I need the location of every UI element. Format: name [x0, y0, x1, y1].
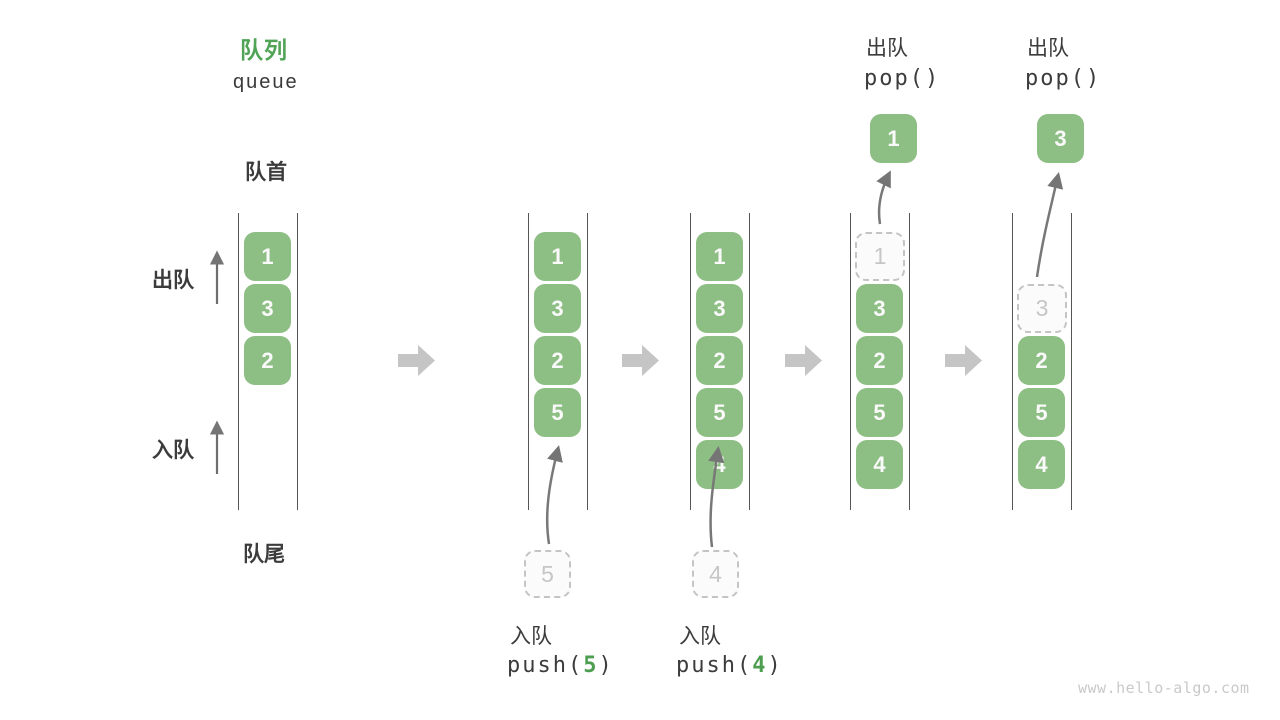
- push-4-arrow-icon: [708, 445, 725, 548]
- code-arg: 5: [583, 653, 599, 678]
- queue-container: [238, 213, 298, 510]
- queue-cell: 1: [244, 232, 291, 281]
- queue-cell: 4: [856, 440, 903, 489]
- queue-cell: 5: [696, 388, 743, 437]
- op-code-pop: pop(): [864, 66, 941, 91]
- label-dequeue-direction: 出队: [152, 269, 194, 292]
- op-label-enqueue: 入队: [510, 625, 552, 648]
- pop-3-arrow-icon: [1035, 172, 1064, 278]
- code-pre: push(: [507, 653, 584, 678]
- op-code-pop: pop(): [1025, 66, 1102, 91]
- transition-arrow-icon: [945, 345, 982, 376]
- push-5-arrow-icon: [545, 445, 563, 545]
- queue-cell: 3: [534, 284, 581, 333]
- queue-cell: 1: [534, 232, 581, 281]
- queue-cell: 2: [534, 336, 581, 385]
- watermark: www.hello-algo.com: [1078, 679, 1250, 697]
- incoming-value-box: 4: [692, 550, 739, 598]
- queue-container: [690, 213, 750, 510]
- queue-cell: 5: [856, 388, 903, 437]
- label-queue-front: 队首: [245, 161, 287, 184]
- queue-cell: 2: [696, 336, 743, 385]
- queue-cell: 2: [1018, 336, 1065, 385]
- queue-cell: 3: [696, 284, 743, 333]
- label-queue-rear: 队尾: [243, 543, 285, 566]
- transition-arrow-icon: [622, 345, 659, 376]
- op-code-push-5: push(5): [507, 653, 614, 678]
- diagram-title-en: queue: [233, 71, 299, 93]
- popped-value-box: 3: [1037, 114, 1084, 163]
- op-label-dequeue: 出队: [1027, 37, 1069, 60]
- queue-container: [1012, 213, 1072, 510]
- diagram-title-zh: 队列: [240, 37, 288, 63]
- code-pre: push(: [676, 653, 753, 678]
- op-label-enqueue: 入队: [679, 625, 721, 648]
- removed-cell-ghost: 1: [855, 232, 905, 281]
- queue-cell: 4: [696, 440, 743, 489]
- queue-container: [850, 213, 910, 510]
- queue-cell: 4: [1018, 440, 1065, 489]
- removed-cell-ghost: 3: [1017, 284, 1067, 333]
- op-code-push-4: push(4): [676, 653, 783, 678]
- code-post: ): [767, 653, 783, 678]
- queue-cell: 1: [696, 232, 743, 281]
- transition-arrow-icon: [785, 345, 822, 376]
- queue-cell: 3: [244, 284, 291, 333]
- queue-cell: 2: [244, 336, 291, 385]
- code-post: ): [598, 653, 614, 678]
- queue-cell: 5: [1018, 388, 1065, 437]
- code-arg: 4: [752, 653, 768, 678]
- queue-cell: 2: [856, 336, 903, 385]
- incoming-value-box: 5: [524, 550, 571, 598]
- queue-cell: 3: [856, 284, 903, 333]
- queue-container: [528, 213, 588, 510]
- op-label-dequeue: 出队: [866, 37, 908, 60]
- popped-value-box: 1: [870, 114, 917, 163]
- pop-1-arrow-icon: [876, 170, 891, 225]
- queue-cell: 5: [534, 388, 581, 437]
- transition-arrow-icon: [398, 345, 435, 376]
- label-enqueue-direction: 入队: [152, 439, 194, 462]
